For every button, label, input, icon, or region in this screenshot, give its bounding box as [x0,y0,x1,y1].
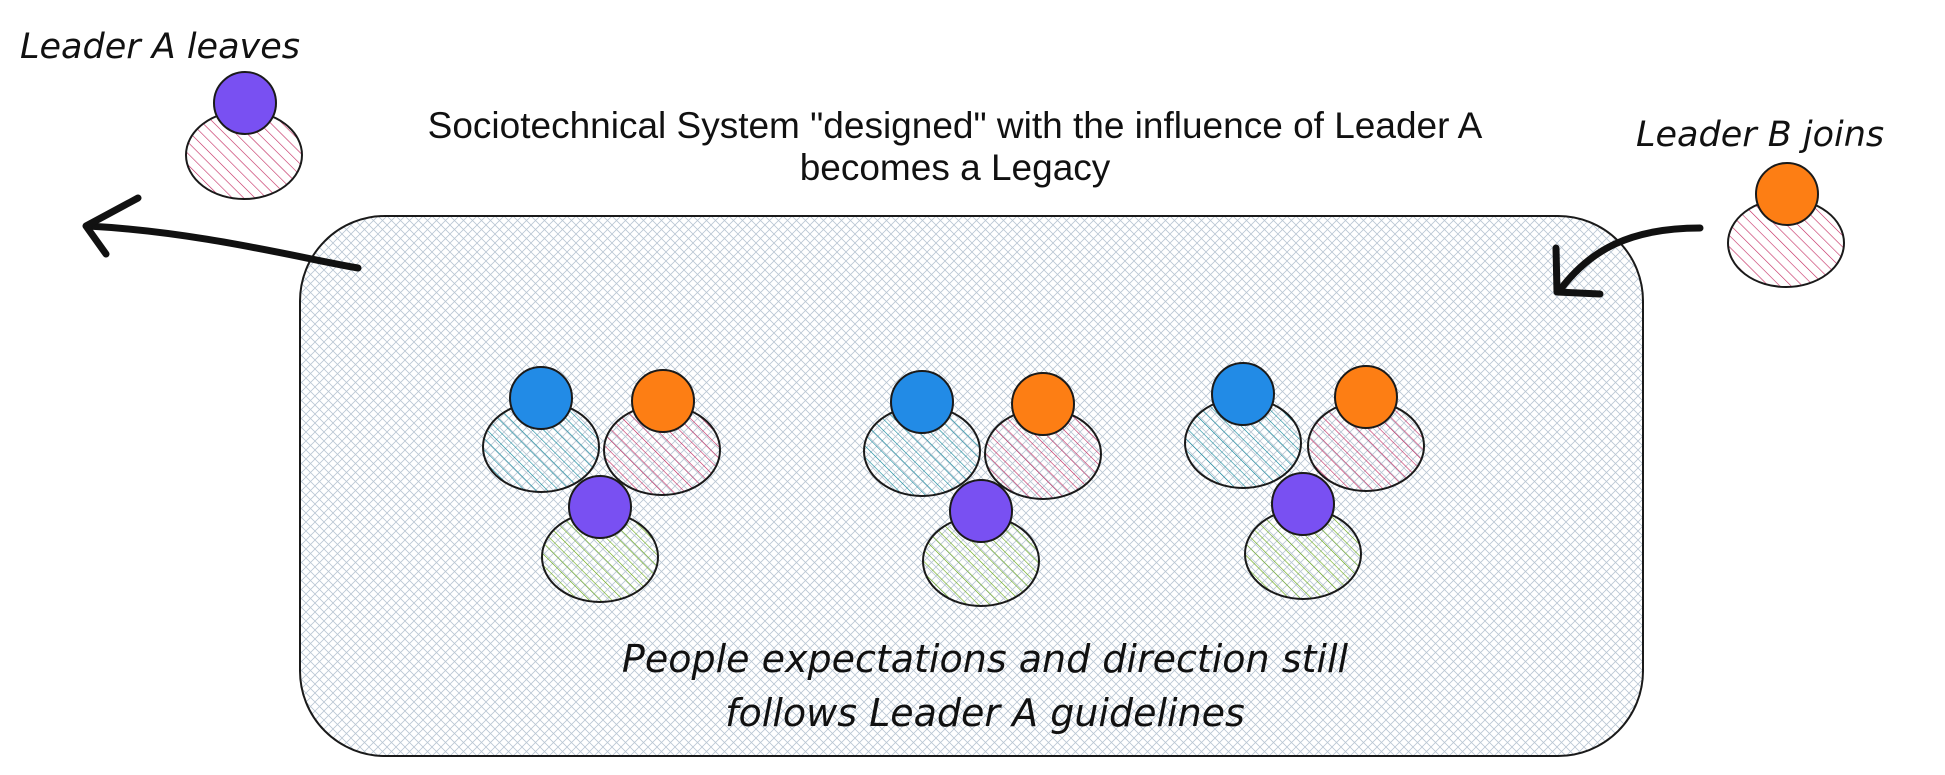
title-line-1: Sociotechnical System "designed" with th… [428,105,1483,146]
leader-b-head [1755,162,1819,226]
team-member-head-blue [1211,362,1275,426]
title-line-2: becomes a Legacy [800,147,1111,188]
leader-b-joins-label: Leader B joins [1636,115,1884,155]
team-member-head-orange [1011,372,1075,436]
team-member-head-blue [509,366,573,430]
team-member-head-orange [631,369,695,433]
team-group-1 [482,366,721,603]
leader-a-head [213,71,277,135]
caption-line-1: People expectations and direction still [622,637,1349,681]
team-member-head-orange [1334,365,1398,429]
leave-arrow [82,194,362,272]
leader-a-figure [185,71,303,200]
team-member-head-purple [1271,472,1335,536]
join-arrow [1552,224,1704,298]
leader-a-leaves-label: Leader A leaves [20,27,300,67]
team-member-head-purple [568,475,632,539]
team-group-3 [1184,362,1425,600]
leader-b-figure [1727,162,1845,288]
team-member-head-purple [949,479,1013,543]
caption-line-2: follows Leader A guidelines [725,691,1245,735]
team-group-2 [863,370,1102,607]
team-member-head-blue [890,370,954,434]
